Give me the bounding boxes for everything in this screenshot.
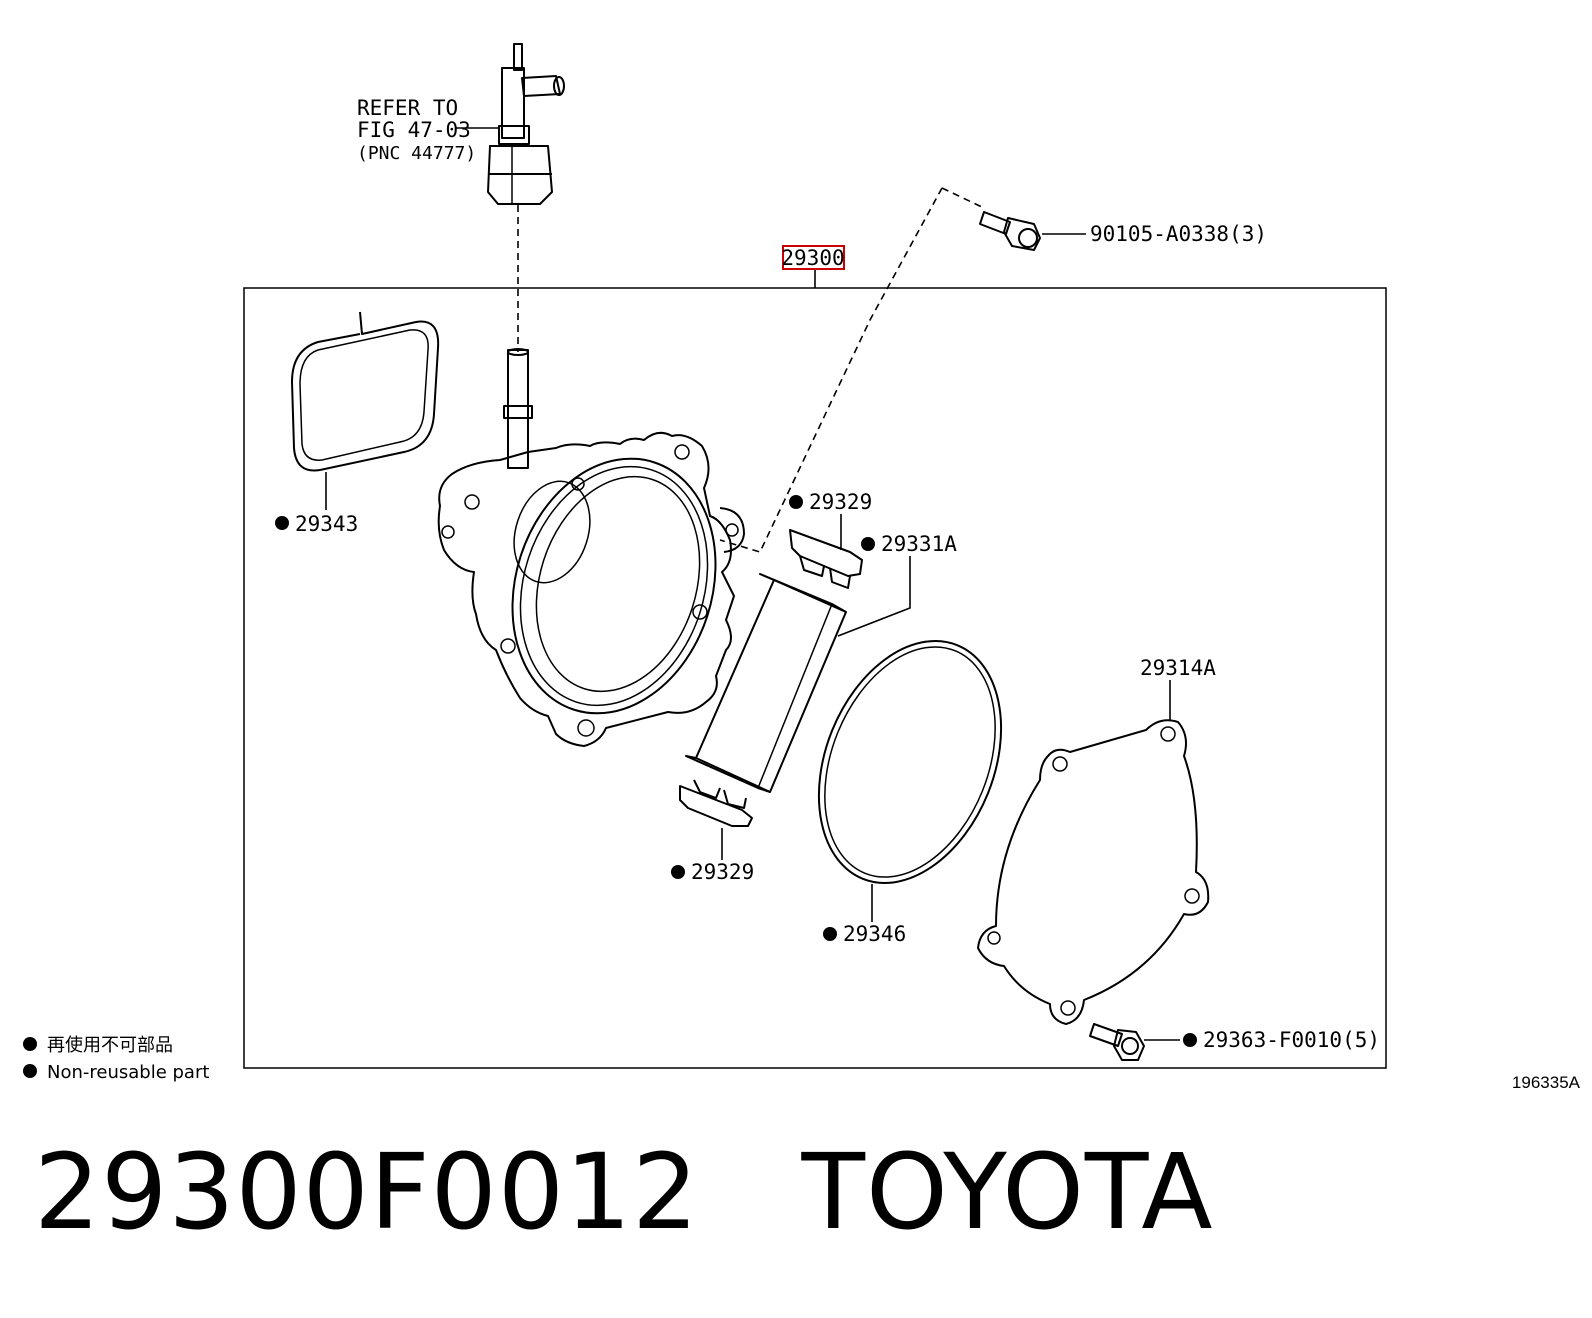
bolt-bottom-part[interactable] — [1089, 1023, 1145, 1061]
cap-lower-part[interactable] — [679, 779, 753, 827]
caption-part-number: 29300F0012 — [34, 1131, 700, 1253]
assembly-label[interactable]: 29300 — [781, 246, 844, 270]
vacuum-sensor-part[interactable] — [487, 43, 565, 205]
legend-bullet-jp — [23, 1037, 37, 1051]
gasket-left-part[interactable] — [291, 311, 440, 472]
bolt-bottom-label[interactable]: 29363-F0010(5) — [1203, 1028, 1380, 1052]
filter-bullet — [861, 537, 875, 551]
refer-line-2: FIG 47-03 — [357, 118, 471, 142]
bolt-bottom-bullet — [1183, 1033, 1197, 1047]
filter-leader — [837, 556, 911, 637]
oring-part[interactable] — [785, 614, 1035, 911]
legend-bullet-en — [23, 1064, 37, 1078]
cap-lower-bullet — [671, 865, 685, 879]
figure-id: 196335A — [1512, 1073, 1581, 1092]
gasket-left-label[interactable]: 29343 — [295, 512, 358, 536]
legend-jp: 再使用不可部品 — [47, 1035, 173, 1056]
bolt-top-part[interactable] — [979, 211, 1041, 251]
pump-body-part[interactable] — [437, 348, 748, 747]
cover-label[interactable]: 29314A — [1140, 656, 1216, 680]
refer-line-1: REFER TO — [357, 96, 458, 120]
caption-brand: TOYOTA — [801, 1131, 1214, 1253]
cap-upper-bullet — [789, 495, 803, 509]
gasket-left-bullet — [275, 516, 289, 530]
cap-upper-label[interactable]: 29329 — [809, 490, 872, 514]
caption: 29300F0012 TOYOTA — [34, 1140, 1214, 1244]
cap-lower-label[interactable]: 29329 — [691, 860, 754, 884]
refer-line-3: (PNC 44777) — [357, 143, 476, 164]
bolt-dash-line — [719, 187, 985, 553]
filter-part[interactable] — [685, 573, 847, 793]
bolt-top-label[interactable]: 90105-A0338(3) — [1090, 222, 1267, 246]
assembly-highlight-box[interactable] — [782, 245, 845, 270]
filter-label[interactable]: 29331A — [881, 532, 957, 556]
caption-gap — [699, 1131, 801, 1253]
legend-en: Non-reusable part — [47, 1062, 209, 1083]
cap-upper-part[interactable] — [789, 529, 863, 589]
cover-part[interactable] — [977, 719, 1210, 1025]
oring-label[interactable]: 29346 — [843, 922, 906, 946]
oring-bullet — [823, 927, 837, 941]
